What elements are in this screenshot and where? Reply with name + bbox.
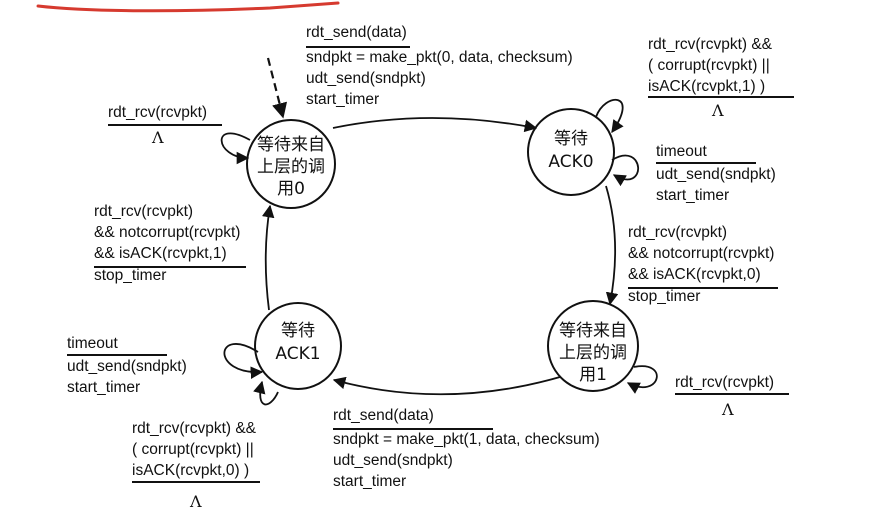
send1-action-1: sndpkt = make_pkt(1, data, checksum) xyxy=(333,431,600,448)
ack0-timeout-action-2: start_timer xyxy=(656,187,730,204)
state-wait-call-1-label: 等待来自 上层的调 用1 xyxy=(559,321,627,385)
ack0-ok-event-2: && notcorrupt(rcvpkt) xyxy=(628,245,775,262)
ack0-corrupt-event-3: isACK(rcvpkt,1) ) xyxy=(648,78,766,95)
ack1-corrupt-event-1: rdt_rcv(rcvpkt) && xyxy=(132,420,257,437)
wait0-self-event: rdt_rcv(rcvpkt) xyxy=(108,104,208,121)
send0-label: rdt_send(data) sndpkt = make_pkt(0, data… xyxy=(306,22,573,110)
ack1-timeout-action-1: udt_send(sndpkt) xyxy=(67,358,187,375)
initial-state-arrow xyxy=(266,57,288,119)
ack1-ok-event-2: && notcorrupt(rcvpkt) xyxy=(94,224,241,241)
ack1-timeout-event: timeout xyxy=(67,335,118,352)
send1-action-3: start_timer xyxy=(333,473,407,490)
ack0-ok-divider xyxy=(628,287,778,289)
ack0-ok-event-3: && isACK(rcvpkt,0) xyxy=(628,266,761,283)
ack0-timeout-event: timeout xyxy=(656,143,707,160)
ack1-ok-divider xyxy=(94,266,246,268)
wait0-self-lambda: Λ xyxy=(152,128,164,147)
state-wait-ack-1 xyxy=(254,302,342,390)
ack1-corrupt-divider xyxy=(132,481,260,483)
ack0-corrupt-label: rdt_rcv(rcvpkt) && ( corrupt(rcvpkt) || … xyxy=(648,34,772,97)
ack0-corrupt-divider xyxy=(648,96,794,98)
send0-action-1: sndpkt = make_pkt(0, data, checksum) xyxy=(306,49,573,66)
wait1-self-divider xyxy=(675,393,789,395)
send1-divider xyxy=(333,428,493,430)
ack0-timeout-divider xyxy=(656,162,756,164)
ack0-timeout-action-1: udt_send(sndpkt) xyxy=(656,166,776,183)
state-wait-ack-0-label: 等待 ACK0 xyxy=(548,129,594,172)
ack1-timeout-label: timeout udt_send(sndpkt) start_timer xyxy=(67,333,187,398)
state-wait-ack-0 xyxy=(527,108,615,196)
transition-ack0-ok-arrow xyxy=(605,185,619,306)
ack1-corrupt-event-2: ( corrupt(rcvpkt) || xyxy=(132,441,254,458)
send0-action-3: start_timer xyxy=(306,91,380,108)
wait0-self-divider xyxy=(108,124,222,126)
self-loop-wait0 xyxy=(220,132,251,165)
ack1-corrupt-event-3: isACK(rcvpkt,0) ) xyxy=(132,462,250,479)
send1-action-2: udt_send(sndpkt) xyxy=(333,452,453,469)
send0-divider xyxy=(306,46,410,48)
red-scribble-mark xyxy=(36,1,340,13)
self-loop-ack0-timeout xyxy=(611,154,640,187)
send1-label: rdt_send(data) sndpkt = make_pkt(1, data… xyxy=(333,405,600,492)
self-loop-ack0-corrupt xyxy=(595,98,624,134)
self-loop-wait1 xyxy=(626,365,658,394)
ack1-ok-event-3: && isACK(rcvpkt,1) xyxy=(94,245,227,262)
transition-ack1-ok-arrow xyxy=(261,204,275,311)
ack0-timeout-label: timeout udt_send(sndpkt) start_timer xyxy=(656,141,776,206)
ack1-ok-label: rdt_rcv(rcvpkt) && notcorrupt(rcvpkt) &&… xyxy=(94,201,240,286)
wait1-self-event: rdt_rcv(rcvpkt) xyxy=(675,374,775,391)
wait1-self-lambda: Λ xyxy=(722,400,734,419)
transition-send1-arrow xyxy=(332,376,561,396)
ack0-corrupt-event-1: rdt_rcv(rcvpkt) && xyxy=(648,36,773,53)
state-wait-call-0-label: 等待来自 上层的调 用0 xyxy=(257,135,325,199)
transition-send0-arrow xyxy=(332,117,538,133)
ack0-ok-action: stop_timer xyxy=(628,288,701,305)
state-wait-ack-1-label: 等待 ACK1 xyxy=(275,321,321,364)
state-wait-call-1 xyxy=(547,300,639,392)
ack1-corrupt-lambda: Λ xyxy=(190,492,202,511)
ack0-corrupt-lambda: Λ xyxy=(712,101,724,120)
ack0-ok-event-1: rdt_rcv(rcvpkt) xyxy=(628,224,728,241)
send1-event: rdt_send(data) xyxy=(333,407,434,424)
send0-action-2: udt_send(sndpkt) xyxy=(306,70,426,87)
wait1-self-label: rdt_rcv(rcvpkt) xyxy=(675,372,774,393)
ack1-corrupt-label: rdt_rcv(rcvpkt) && ( corrupt(rcvpkt) || … xyxy=(132,418,256,481)
self-loop-ack1-timeout xyxy=(223,343,264,379)
send0-event: rdt_send(data) xyxy=(306,24,407,41)
ack1-ok-event-1: rdt_rcv(rcvpkt) xyxy=(94,203,194,220)
ack0-ok-label: rdt_rcv(rcvpkt) && notcorrupt(rcvpkt) &&… xyxy=(628,222,774,307)
self-loop-ack1-corrupt xyxy=(253,380,279,406)
ack1-timeout-divider xyxy=(67,354,167,356)
wait0-self-label: rdt_rcv(rcvpkt) xyxy=(108,102,207,123)
ack0-corrupt-event-2: ( corrupt(rcvpkt) || xyxy=(648,57,770,74)
ack1-timeout-action-2: start_timer xyxy=(67,379,141,396)
ack1-ok-action: stop_timer xyxy=(94,267,167,284)
